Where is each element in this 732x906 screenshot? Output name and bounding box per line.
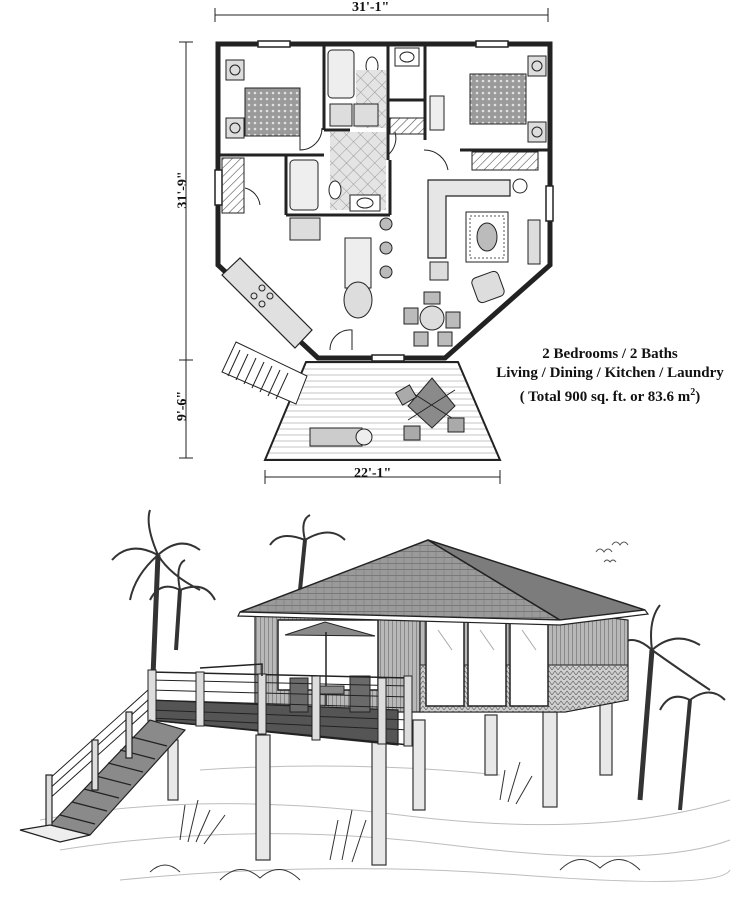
bedroom-1	[221, 59, 301, 214]
area-unit-exponent: 2	[690, 387, 696, 398]
dimension-depth-main: 31'-9"	[175, 171, 191, 209]
toilet	[328, 180, 342, 200]
armchair	[471, 270, 505, 304]
nightstand	[225, 59, 245, 81]
bed-2	[469, 73, 527, 125]
closet	[471, 151, 539, 171]
area-text-close: )	[695, 389, 701, 405]
summary-line-area: ( Total 900 sq. ft. or 83.6 m2)	[490, 383, 730, 407]
living-area	[427, 178, 541, 304]
bbq-grill	[309, 427, 363, 447]
doors	[244, 127, 449, 351]
washer	[353, 103, 379, 127]
sectional-sofa	[427, 179, 511, 259]
ground-sand	[39, 765, 731, 882]
interior-walls	[218, 44, 550, 217]
summary-line-rooms: 2 Bedrooms / 2 Baths	[542, 346, 678, 362]
bathtub	[289, 159, 319, 211]
stilts	[167, 699, 613, 866]
birds	[595, 541, 629, 563]
plan-summary: 2 Bedrooms / 2 Baths Living / Dining / K…	[490, 345, 730, 407]
nightstand	[225, 117, 245, 139]
deck-railing	[147, 663, 413, 747]
bathtub	[327, 49, 355, 99]
closet	[221, 157, 245, 214]
bedroom-2	[429, 55, 547, 171]
kitchen-counter	[221, 257, 313, 349]
floor-plan	[179, 8, 554, 484]
dimension-depth-deck: 9'-6"	[175, 390, 191, 422]
dimension-lines	[179, 8, 549, 484]
kitchen-island	[344, 237, 372, 289]
summary-line-spaces: Living / Dining / Kitchen / Laundry	[496, 365, 724, 381]
exterior-stair	[19, 689, 187, 843]
bathroom-2	[289, 159, 381, 212]
dining-table	[403, 291, 461, 347]
entry-stair	[221, 341, 308, 405]
shrubs	[149, 761, 641, 881]
dimension-width-deck: 22'-1"	[354, 466, 392, 481]
area-text: ( Total 900 sq. ft. or 83.6 m	[519, 389, 691, 405]
dimension-width-top: 31'-1"	[352, 0, 390, 15]
patio-umbrella	[284, 621, 376, 637]
elevation-rendering	[19, 509, 731, 882]
kitchen	[221, 217, 393, 349]
dining-counter	[343, 281, 373, 319]
deck-furniture	[309, 377, 465, 447]
tv-unit	[527, 219, 541, 265]
bed-1	[244, 87, 301, 137]
dryer	[329, 103, 353, 127]
sliding-doors	[425, 617, 549, 707]
